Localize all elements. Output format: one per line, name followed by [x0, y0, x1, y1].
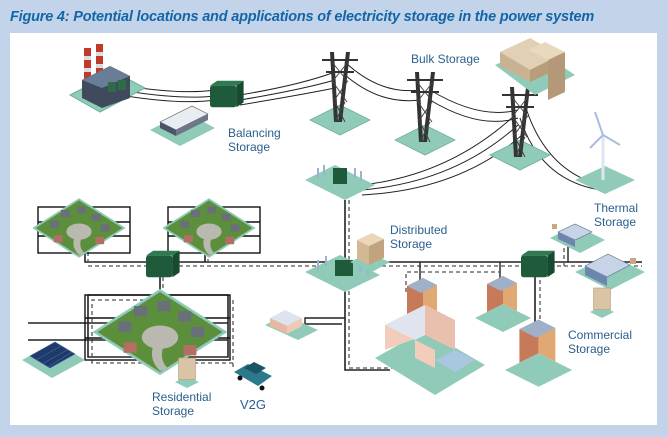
label-bulk-storage: Bulk Storage [411, 52, 480, 66]
thermal-storage-building-1 [550, 223, 605, 253]
label-thermal-storage-line1: Thermal [594, 201, 639, 215]
neighborhood-2 [163, 198, 255, 258]
transmission-tower-2 [394, 71, 456, 156]
apartment-building-3 [505, 319, 573, 387]
label-v2g: V2G [240, 397, 267, 412]
transmission-substation [305, 165, 375, 200]
power-plant [68, 44, 147, 113]
label-balancing-storage-line2: Storage [228, 140, 271, 154]
distribution-substation [305, 255, 380, 292]
wind-turbine [575, 111, 635, 194]
v2g-car [234, 362, 272, 391]
residential-transformer [146, 250, 180, 278]
label-thermal-storage-line2: Storage [594, 215, 637, 229]
thermal-storage-building-2 [575, 253, 645, 290]
neighborhood-large [93, 289, 227, 375]
transmission-tower-1 [309, 51, 371, 136]
distributed-storage-cabinet [350, 233, 390, 272]
label-residential-storage-line2: Storage [152, 404, 195, 418]
label-commercial-storage-line1: Commercial [568, 328, 633, 342]
battery-trailer [150, 105, 215, 146]
label-distributed-storage-line2: Storage [390, 237, 433, 251]
residential-storage-cabinet [174, 357, 200, 389]
solar-panels [22, 341, 85, 378]
commercial-storage-cabinet [589, 287, 615, 319]
label-residential-storage-line1: Residential [152, 390, 212, 404]
small-office-building [265, 310, 318, 340]
neighborhood-1 [33, 198, 125, 258]
commercial-transformer [521, 250, 555, 278]
balancing-transformer [210, 80, 244, 108]
label-balancing-storage-line1: Balancing [228, 126, 281, 140]
label-distributed-storage-line1: Distributed [390, 223, 448, 237]
apartment-building-2 [475, 276, 531, 332]
figure-title: Figure 4: Potential locations and applic… [10, 9, 595, 25]
label-commercial-storage-line2: Storage [568, 342, 611, 356]
factory [375, 305, 485, 395]
bulk-storage-units [495, 38, 575, 100]
